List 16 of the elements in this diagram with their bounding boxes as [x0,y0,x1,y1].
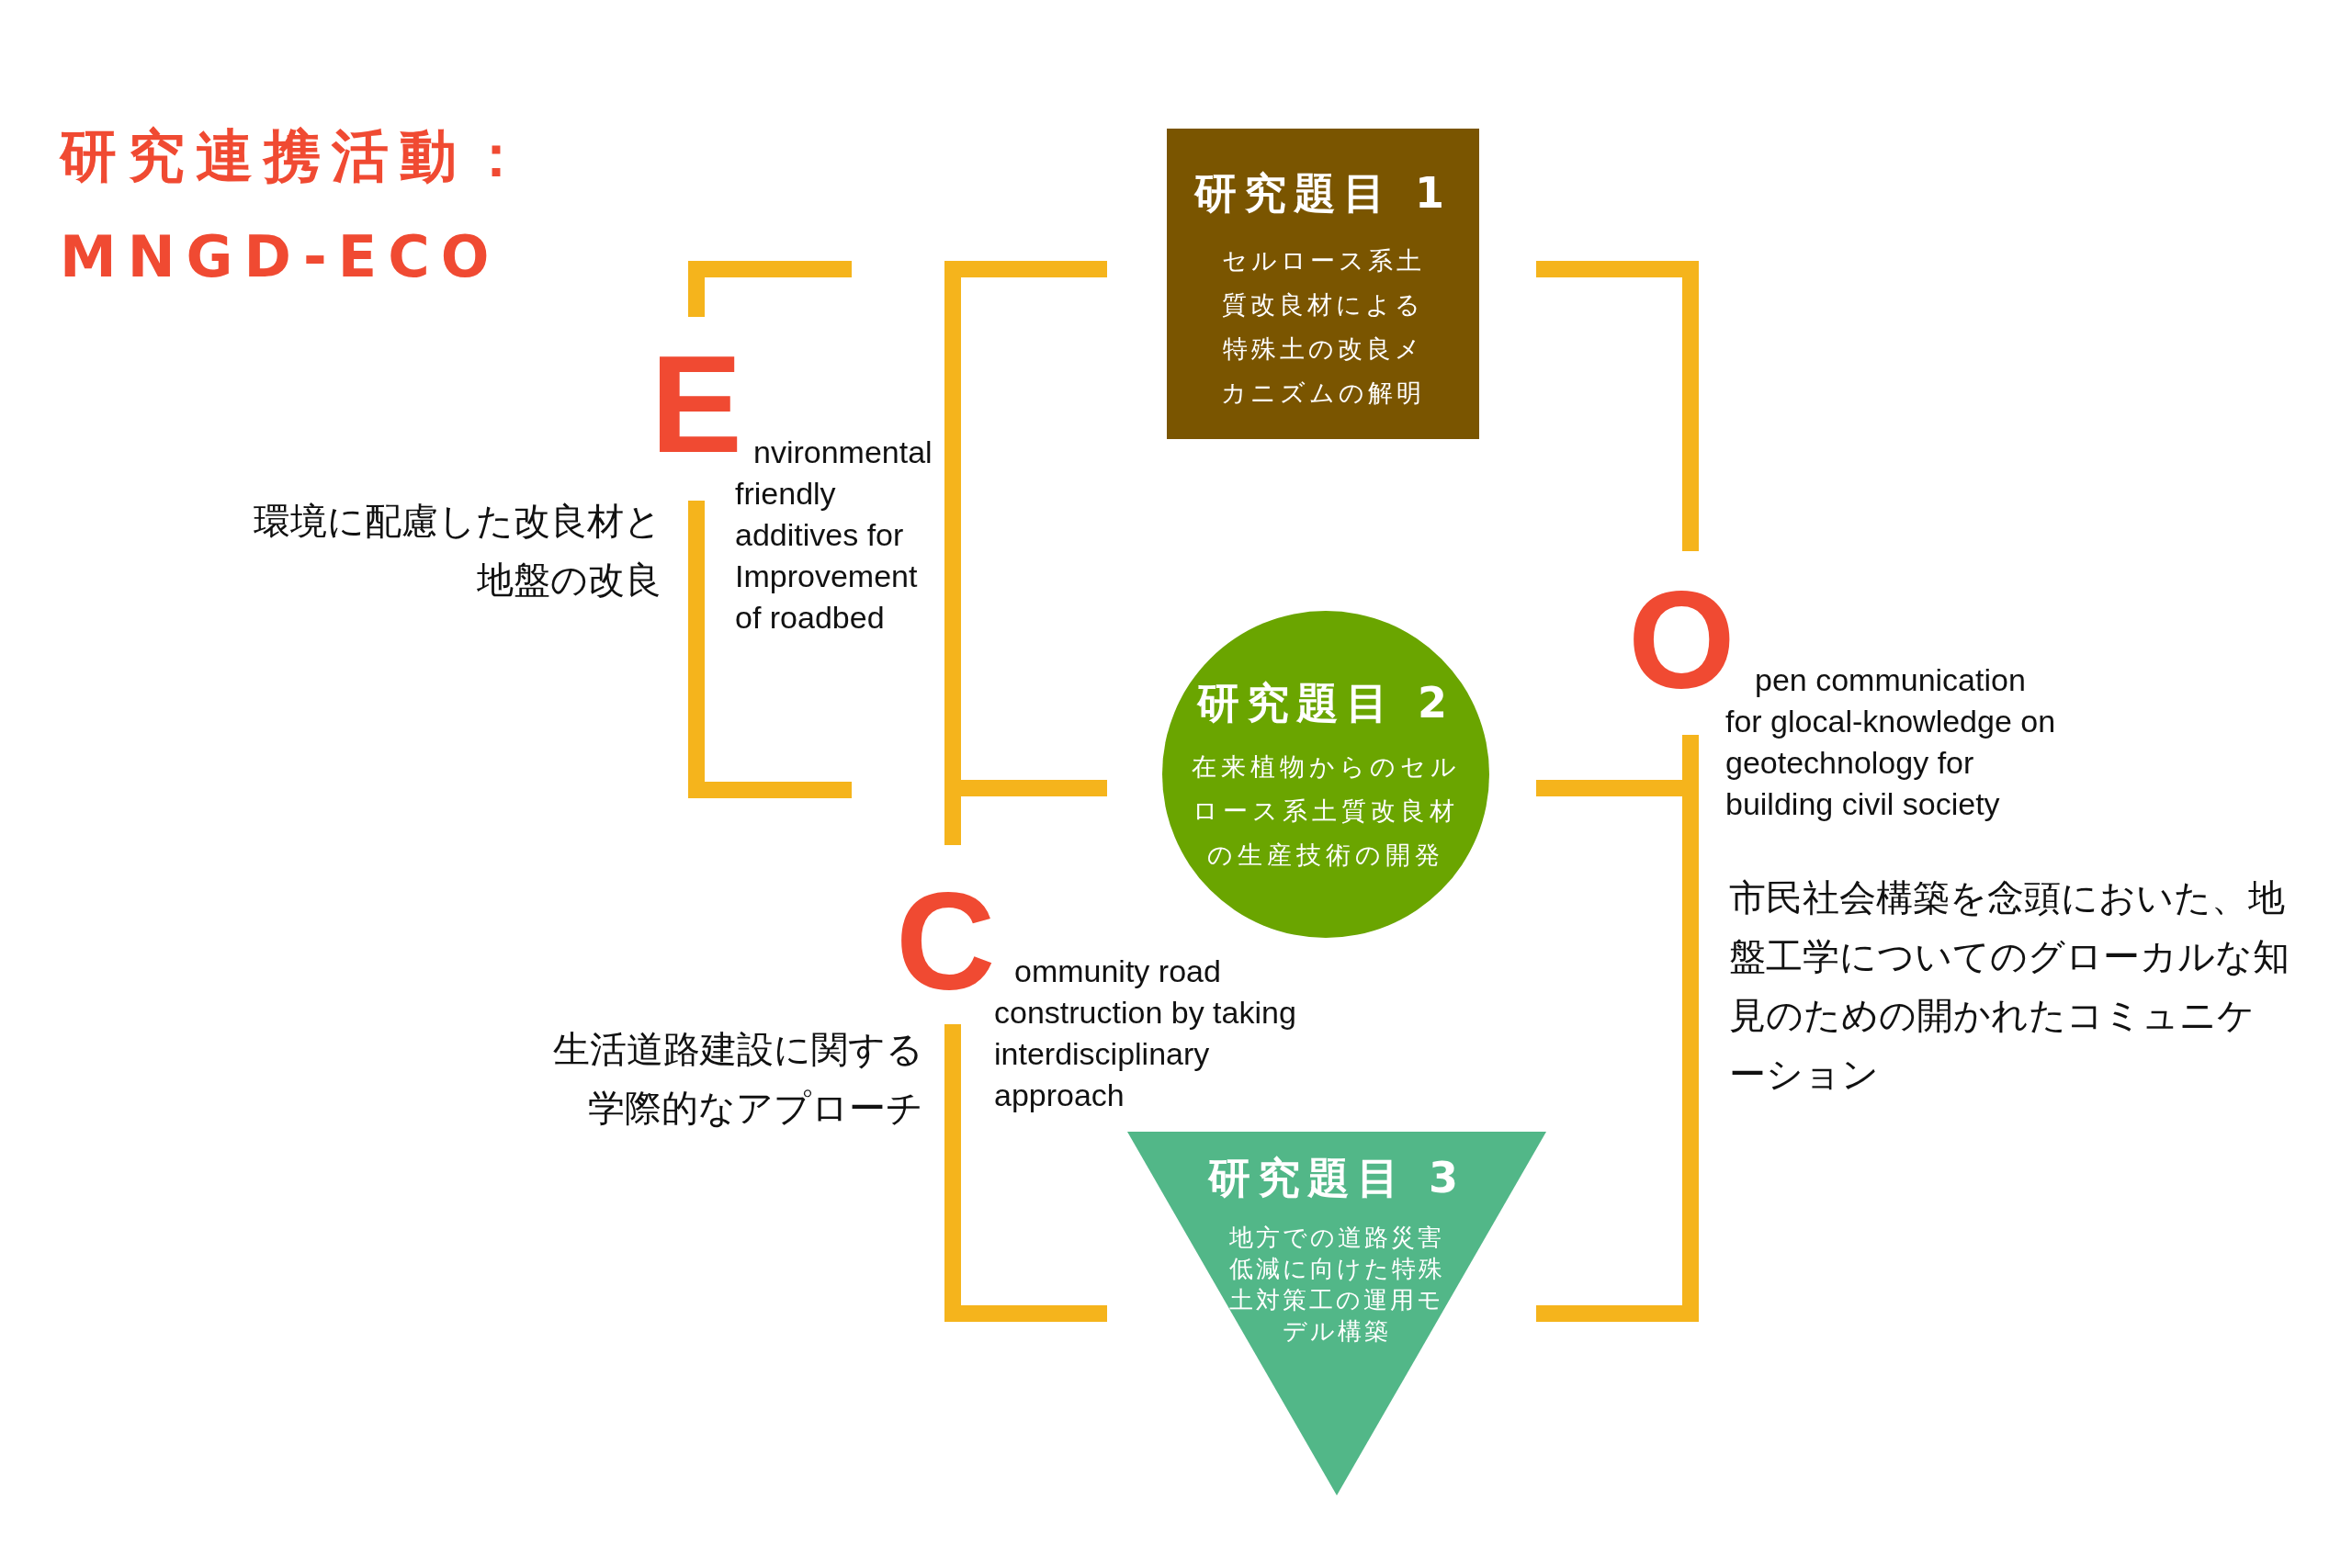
description-text: 生活道路建設に関する学際的なアプローチ [552,1027,923,1131]
topic-heading: 研究題目 2 [1197,677,1454,729]
title: 研究連携活動： [60,121,536,191]
description-text: 市民社会構築を念頭においた、地盤工学についてのグローカルな知見のための開かれたコミュニケーション [1729,875,2290,1097]
topic-description: 在来植物からのセルロース系土質改良材の生産技術の開発 [1190,751,1462,871]
topic-box [1167,129,1479,439]
topic-heading: 研究題目 3 [1208,1152,1465,1204]
subtitle: MNGD-ECO [60,223,501,290]
description-text: 環境に配慮した改良材と地盤の改良 [253,499,662,603]
topic-triangle [1127,1132,1546,1495]
description-text: ommunity road construction by taking interdisciplinary approach [994,953,1297,1114]
topic-heading: 研究題目 1 [1194,167,1452,220]
topic-description: 地方での道路災害低減に向けた特殊土対策工の運用モデル構築 [1228,1223,1445,1347]
initial-letter: E [650,335,743,473]
topic-description: セルロース系土質改良材による特殊土の改良メカニズムの解明 [1220,245,1426,409]
initial-letter: C [896,873,996,1010]
